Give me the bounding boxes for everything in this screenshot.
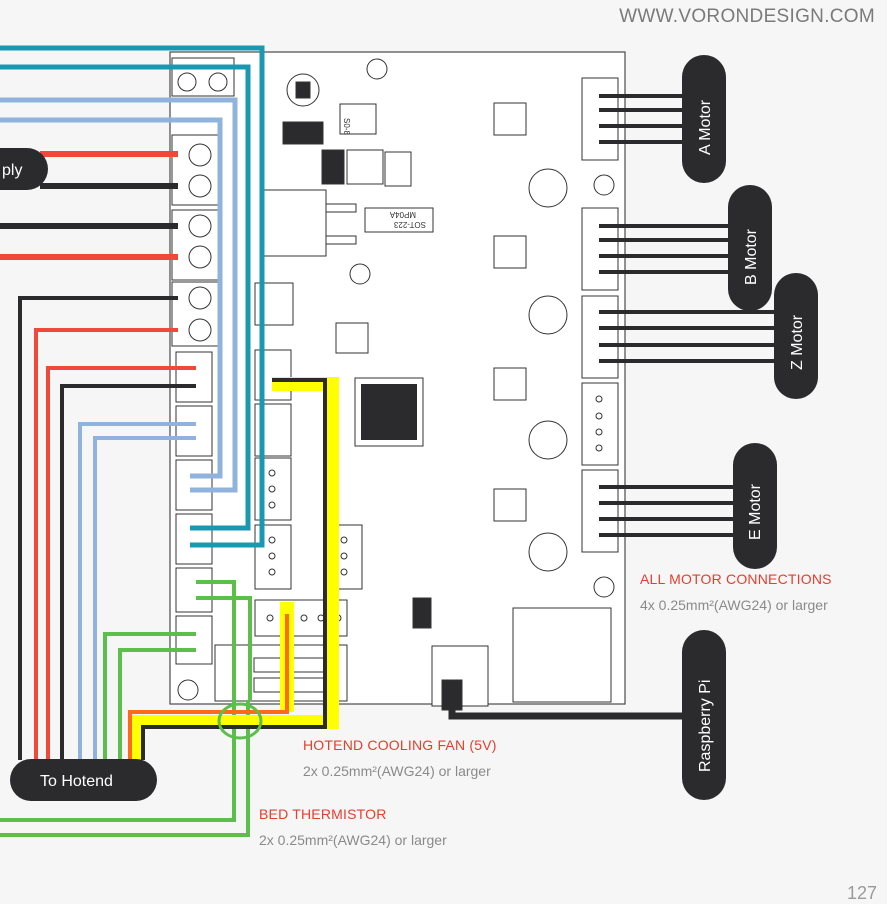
wires <box>0 45 780 837</box>
thermistor-spec: 2x 0.25mm²(AWG24) or larger <box>259 832 447 848</box>
fan-title: HOTEND COOLING FAN (5V) <box>303 737 497 753</box>
mount-hole <box>177 679 199 701</box>
motor-connections-spec: 4x 0.25mm²(AWG24) or larger <box>640 597 828 613</box>
motor-wires-z <box>599 310 780 363</box>
pill-raspberry-pi: Raspberry Pi <box>682 630 726 800</box>
wire-green-2 <box>118 648 196 760</box>
wire-lightblue-1 <box>0 97 238 493</box>
wire-lightblue-2 <box>0 117 223 479</box>
wire-teal-2 <box>0 64 251 531</box>
pill-supply: ply <box>0 148 48 190</box>
wire-blue-hotend-1 <box>78 422 196 760</box>
wire-black-hotend-2 <box>60 384 196 760</box>
controller-board: S0-8 SOT-223 MP04A <box>169 51 626 711</box>
pill-e-motor-label: E Motor <box>747 483 764 540</box>
left-jst-connectors <box>175 351 213 665</box>
pill-supply-label: ply <box>2 162 22 179</box>
mcu-chip <box>354 377 424 447</box>
wire-fan-black <box>141 378 327 760</box>
wire-red-heater <box>34 328 178 760</box>
wire-green-bed-2 <box>0 700 250 837</box>
pills: ply A Motor B Motor Z Motor E Motor Rasp… <box>0 55 818 801</box>
pill-to-hotend-label: To Hotend <box>40 773 113 790</box>
fan-spec: 2x 0.25mm²(AWG24) or larger <box>303 763 491 779</box>
pill-b-motor: B Motor <box>728 185 772 311</box>
board-components <box>254 73 612 711</box>
pill-e-motor: E Motor <box>733 443 777 569</box>
chip-mark-sot: SOT-223 <box>393 220 426 229</box>
pill-to-hotend: To Hotend <box>10 759 157 801</box>
pill-a-motor-label: A Motor <box>697 99 714 155</box>
power-terminal-block <box>171 57 235 347</box>
motor-connections-title: ALL MOTOR CONNECTIONS <box>640 571 832 587</box>
pill-a-motor: A Motor <box>682 55 726 183</box>
motor-wires-b <box>599 224 735 274</box>
mount-hole <box>593 576 615 598</box>
chip-mark-s08: S0-8 <box>342 118 351 135</box>
pill-z-motor: Z Motor <box>774 273 818 399</box>
wire-green-bed-1 <box>0 700 236 822</box>
motor-connectors <box>581 77 619 553</box>
pill-raspberry-pi-label: Raspberry Pi <box>697 680 714 772</box>
wire-black-heater <box>18 296 178 760</box>
mount-hole <box>366 58 388 80</box>
thermistor-title: BED THERMISTOR <box>259 806 387 822</box>
motor-wires-e <box>599 485 740 537</box>
pill-z-motor-label: Z Motor <box>789 314 806 370</box>
website-label: WWW.VORONDESIGN.COM <box>619 6 875 27</box>
chip-mark-mp04a: MP04A <box>389 210 416 219</box>
wire-green-1 <box>103 632 196 760</box>
wire-green-4 <box>196 596 252 700</box>
wire-red-hotend-2 <box>46 366 196 760</box>
fan-highlight <box>128 377 339 760</box>
wire-fan-orange <box>128 614 289 760</box>
wire-raspberry-pi <box>448 700 690 720</box>
wire-teal-top <box>0 45 265 548</box>
wire-blue-hotend-2 <box>93 436 196 760</box>
pill-b-motor-label: B Motor <box>743 228 760 285</box>
mount-hole <box>349 263 371 285</box>
motor-wires-a <box>599 94 690 144</box>
mount-hole <box>593 174 615 196</box>
thermistor-circle <box>217 702 263 740</box>
wire-green-3 <box>196 580 236 700</box>
